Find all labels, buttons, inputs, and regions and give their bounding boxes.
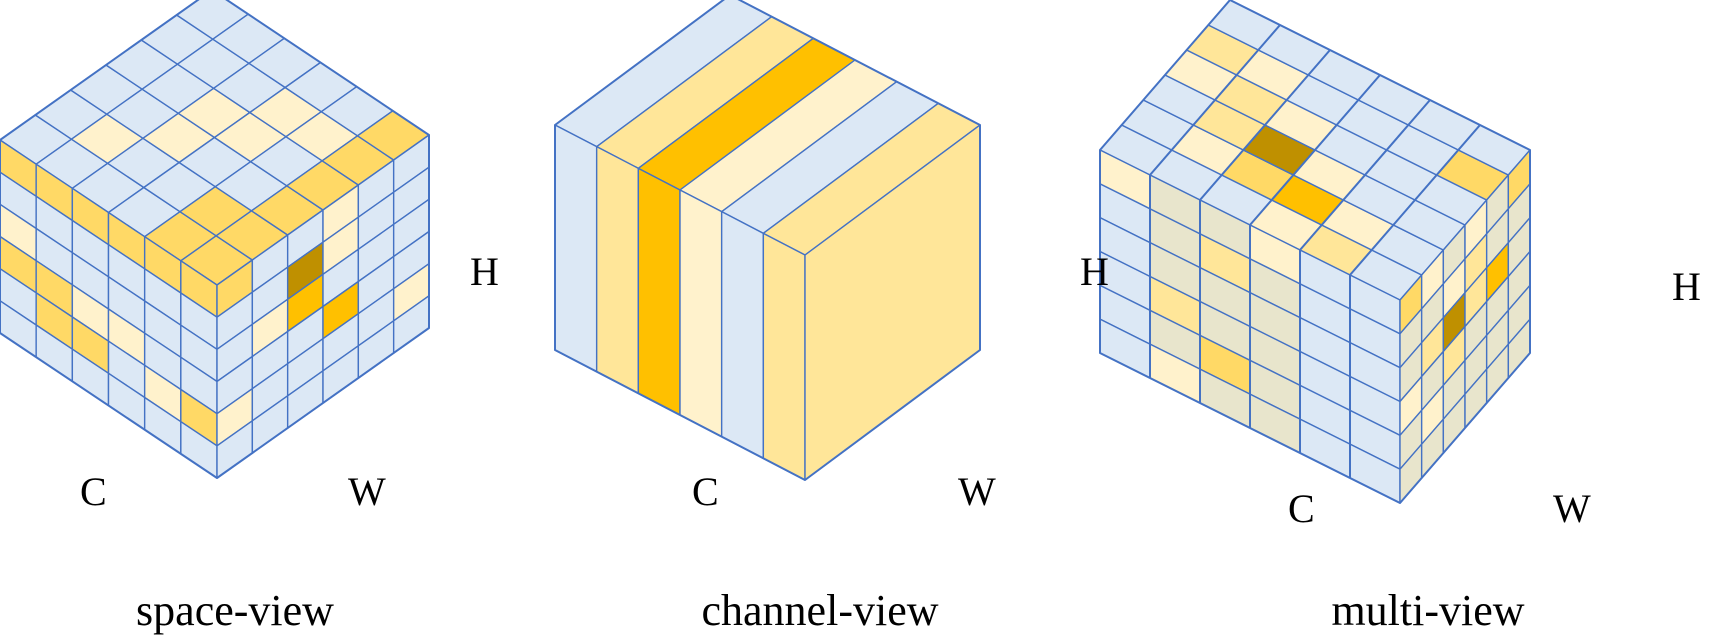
space-w-label: W: [348, 469, 386, 514]
channel-left-slice: [554, 124, 598, 373]
channel-view-cube: [554, 0, 981, 481]
multi-view-cube: [1099, 0, 1531, 504]
space-outline: [0, 0, 430, 479]
channel-h-label: H: [1080, 249, 1109, 294]
multi-c-label: C: [1288, 486, 1315, 531]
channel-left-slice: [679, 189, 723, 438]
multi-slice-divider: [1349, 124, 1481, 478]
channel-w-label: W: [958, 469, 996, 514]
multi-w-label: W: [1553, 486, 1591, 531]
multi-slice-divider: [1299, 99, 1431, 453]
channel-left-slice: [720, 210, 765, 460]
space-h-label: H: [470, 249, 499, 294]
space-c-label: C: [80, 469, 107, 514]
channel-left-slice: [762, 232, 806, 481]
multi-slice-divider: [1249, 74, 1381, 428]
space-view-caption: space-view: [136, 586, 334, 635]
channel-outline: [554, 0, 981, 481]
multi-view-caption: multi-view: [1331, 586, 1524, 635]
space-view-cube: [0, 0, 430, 479]
multi-slice-divider: [1199, 49, 1331, 403]
multi-outline: [1099, 0, 1531, 504]
channel-view-caption: channel-view: [702, 586, 939, 635]
channel-c-label: C: [692, 469, 719, 514]
multi-slice-divider: [1149, 24, 1281, 378]
multi-h-label: H: [1672, 264, 1701, 309]
channel-left-slice: [595, 145, 640, 395]
channel-left-slice: [637, 167, 681, 416]
